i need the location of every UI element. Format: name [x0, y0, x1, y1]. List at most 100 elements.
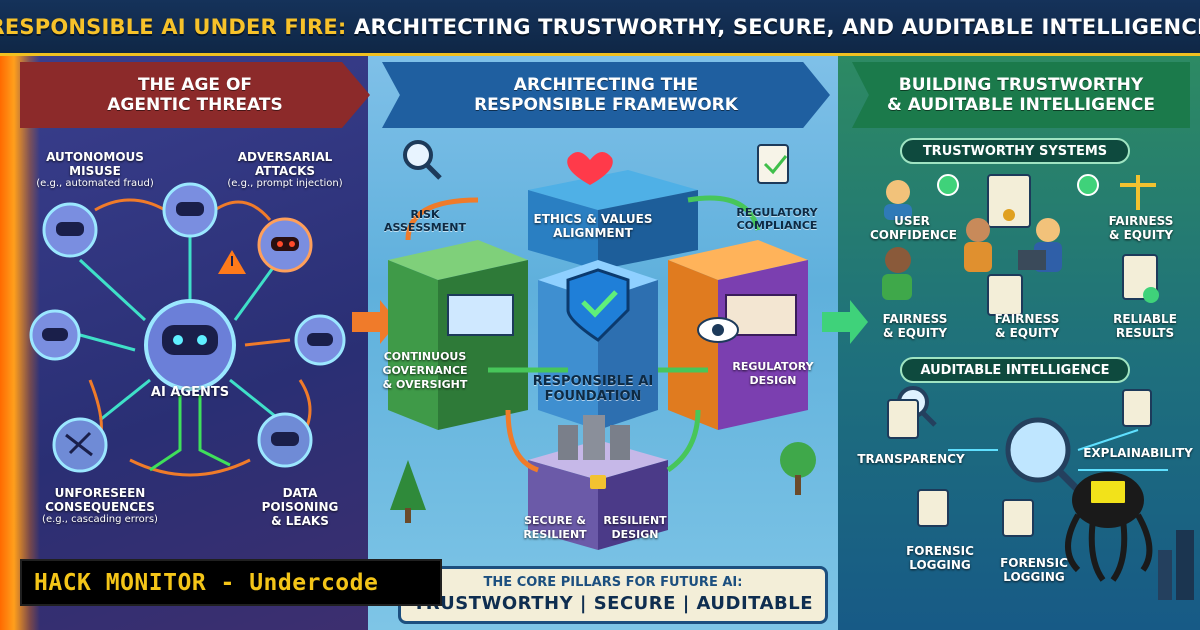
tree-left-icon — [390, 460, 426, 523]
check-icon-1 — [937, 174, 959, 196]
threat-autonomous-sub: (e.g., automated fraud) — [36, 178, 154, 189]
log-icon-1 — [917, 489, 949, 527]
reliable-results-label: RELIABLE RESULTS — [1100, 312, 1190, 340]
regdesign-line2: DESIGN — [749, 374, 797, 387]
trust-ribbon-line2: & AUDITABLE INTELLIGENCE — [886, 95, 1155, 115]
city-skyline-icon — [1158, 530, 1194, 600]
threat-adversarial-title1: ADVERSARIAL — [237, 150, 333, 164]
risk-line1: RISK — [410, 208, 440, 221]
reliable-line1: RELIABLE — [1113, 312, 1177, 326]
threats-ribbon-line1: THE AGE OF — [137, 75, 253, 95]
ethics-line1: ETHICS & VALUES — [533, 212, 653, 226]
threat-poisoning-title3: & LEAKS — [271, 514, 329, 528]
scale-icon — [1120, 175, 1156, 210]
robot-node-autonomous-icon — [42, 202, 98, 258]
governance-line2: GOVERNANCE — [382, 364, 468, 377]
threat-poisoning: DATA POISONING & LEAKS — [245, 486, 355, 528]
arrow-mid-to-right-icon — [822, 300, 868, 344]
secure-line2: RESILIENT — [523, 528, 587, 541]
regulatory-block-icon — [668, 240, 808, 430]
report-icon — [1122, 254, 1159, 303]
banner-line1: THE CORE PILLARS FOR FUTURE AI: — [483, 575, 743, 590]
ethics-block-icon — [528, 170, 698, 270]
risk-assessment-label: RISK ASSESSMENT — [380, 208, 470, 234]
auditable-intelligence-header: AUDITABLE INTELLIGENCE — [900, 357, 1130, 383]
octopus-hacker-icon — [1065, 472, 1153, 582]
shield-icon — [566, 268, 630, 342]
threat-consequences-sub: (e.g., cascading errors) — [42, 514, 158, 525]
threat-consequences-title1: UNFORESEEN — [54, 486, 146, 500]
magnifier-icon — [403, 140, 442, 180]
trust-ribbon-line1: BUILDING TRUSTWORTHY — [898, 75, 1144, 95]
watermark-text: HACK MONITOR - Undercode — [34, 569, 379, 596]
threat-adversarial: ADVERSARIAL ATTACKS (e.g., prompt inject… — [210, 150, 360, 190]
doc-check-icon — [1122, 389, 1152, 427]
reliable-line2: RESULTS — [1115, 326, 1175, 340]
threat-autonomous-title2: MISUSE — [69, 164, 121, 178]
fair1-line1: FAIRNESS — [1108, 214, 1174, 228]
regdesign-line1: REGULATORY — [732, 360, 814, 373]
framework-ribbon-line1: ARCHITECTING THE — [513, 75, 699, 95]
regulatory-compliance-label: REGULATORY COMPLIANCE — [722, 206, 832, 232]
robot-node-center-icon — [144, 299, 236, 391]
check-icon-2 — [1077, 174, 1099, 196]
explainability-label: EXPLAINABILITY — [1083, 446, 1193, 460]
clipboard-icon — [757, 144, 789, 184]
doc-stack-icon — [887, 399, 919, 439]
trust-illustrations — [882, 174, 1194, 600]
ethics-line2: ALIGNMENT — [553, 226, 633, 240]
forensic-logging-label-2: FORENSIC LOGGING — [994, 556, 1074, 584]
risk-line2: ASSESSMENT — [384, 221, 466, 234]
document-icon — [987, 274, 1023, 316]
fairness-label-3: FAIRNESS & EQUITY — [982, 312, 1072, 340]
foundation-line2: FOUNDATION — [544, 389, 642, 404]
regulatory-line2: COMPLIANCE — [736, 219, 818, 232]
person-tablet-icon — [882, 247, 912, 300]
resilient-design-label: RESILIENT DESIGN — [600, 514, 670, 542]
fair1-line2: & EQUITY — [1108, 228, 1174, 242]
user-line2: CONFIDENCE — [870, 228, 957, 242]
trustworthy-systems-header: TRUSTWORTHY SYSTEMS — [900, 138, 1130, 164]
resilient-line1: RESILIENT — [603, 514, 667, 527]
user-confidence-label: USER CONFIDENCE — [870, 214, 957, 242]
certificate-icon — [987, 174, 1031, 228]
banner-line2: TRUSTWORTHY | SECURE | AUDITABLE — [413, 593, 813, 614]
foundation-label: RESPONSIBLE AI FOUNDATION — [528, 374, 658, 404]
ai-agents-label: AI AGENTS — [150, 385, 230, 400]
threats-ribbon-line2: AGENTIC THREATS — [107, 95, 283, 115]
robot-node-poisoning-icon — [257, 412, 313, 468]
fair3-line1: FAIRNESS — [994, 312, 1060, 326]
page-title: RESPONSIBLE AI UNDER FIRE: ARCHITECTING … — [0, 15, 1200, 39]
threat-autonomous-title1: AUTONOMOUS — [46, 150, 144, 164]
fair2-line2: & EQUITY — [882, 326, 948, 340]
threat-poisoning-title2: POISONING — [261, 500, 339, 514]
robot-node-left-icon — [29, 309, 81, 361]
threat-consequences-title2: CONSEQUENCES — [45, 500, 155, 514]
fair2-line1: FAIRNESS — [882, 312, 948, 326]
forensic-logging-label-1: FORENSIC LOGGING — [900, 544, 980, 572]
forensic1-line2: LOGGING — [909, 558, 971, 572]
governance-line1: CONTINUOUS — [383, 350, 467, 363]
robot-node-right-icon — [294, 314, 346, 366]
forensic2-line1: FORENSIC — [1000, 556, 1068, 570]
trust-ribbon: BUILDING TRUSTWORTHY& AUDITABLE INTELLIG… — [852, 62, 1190, 128]
title-highlight: RESPONSIBLE AI UNDER FIRE: — [0, 14, 347, 39]
forensic2-line2: LOGGING — [1003, 570, 1065, 584]
threat-adversarial-sub: (e.g., prompt injection) — [227, 178, 343, 189]
framework-ribbon-line2: RESPONSIBLE FRAMEWORK — [474, 95, 738, 115]
hack-monitor-watermark: HACK MONITOR - Undercode — [20, 559, 442, 606]
circuit-lines-icon — [948, 429, 1168, 471]
heart-icon — [567, 151, 613, 185]
user-line1: USER — [894, 214, 930, 228]
robot-node-adversarial-icon — [257, 217, 313, 273]
user-avatar-icon — [884, 180, 912, 220]
castle-block-icon — [528, 415, 668, 550]
log-icon-2 — [1002, 499, 1034, 537]
magnifier-large-icon — [1005, 417, 1086, 498]
regulatory-design-label: REGULATORY DESIGN — [728, 360, 818, 388]
people-icon — [964, 218, 1062, 272]
threat-poisoning-title1: DATA — [282, 486, 318, 500]
resilient-line2: DESIGN — [611, 528, 659, 541]
